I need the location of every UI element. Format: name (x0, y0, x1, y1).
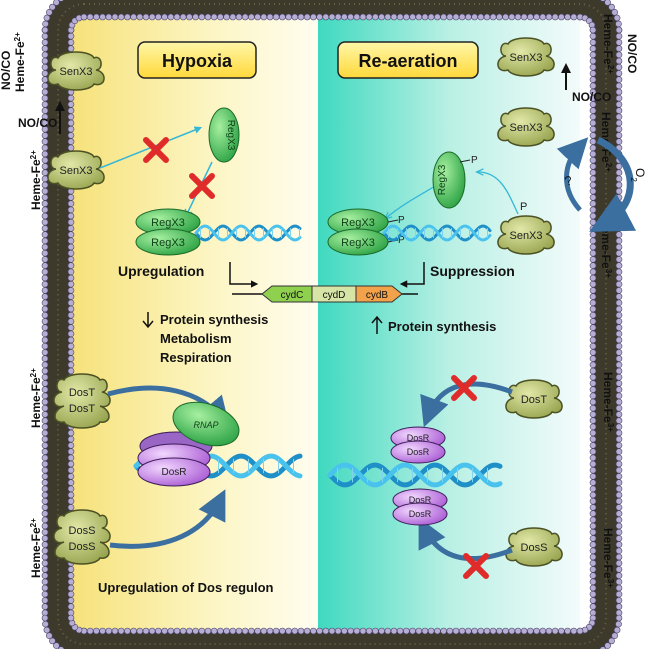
regx3-monomer-right: RegX3 P (432, 151, 478, 209)
svg-text:DosR: DosR (409, 495, 432, 505)
upregulation-arrow (229, 262, 259, 288)
dosr-dimer-right-bottom: DosR DosR (392, 488, 448, 526)
svg-text:DosS: DosS (69, 541, 96, 553)
hypoxia-title: Hypoxia (162, 51, 233, 71)
svg-text:DosR: DosR (161, 467, 186, 478)
svg-text:P: P (520, 201, 527, 213)
left-heme-fe2-dost: Heme-Fe2+ (29, 368, 44, 428)
svg-text:Metabolism: Metabolism (160, 331, 232, 346)
left-heme-fe2-top: Heme-Fe2+ (13, 32, 28, 92)
svg-text:Heme-Fe2+: Heme-Fe2+ (29, 150, 44, 210)
svg-text:P: P (398, 215, 405, 226)
regx3-dimer-right: RegX3 P RegX3 P (327, 208, 405, 256)
suppression-label: Suppression (430, 263, 515, 279)
upregulation-dos-label: Upregulation of Dos regulon (98, 580, 274, 595)
svg-text:RegX3: RegX3 (437, 164, 448, 195)
svg-text:DosS: DosS (69, 525, 96, 537)
svg-text:Heme-Fe3+: Heme-Fe3+ (601, 372, 616, 432)
svg-text:P: P (471, 155, 478, 166)
svg-text:O2: O2 (630, 168, 648, 182)
svg-text:SenX3: SenX3 (509, 122, 542, 134)
cyd-operon: cydC cydD cydB (232, 285, 418, 303)
reaeration-title-box: Re-aeration (337, 41, 479, 79)
svg-text:SenX3: SenX3 (509, 230, 542, 242)
left-heme-fe2-bottom: Heme-Fe2+ (29, 150, 44, 210)
question-mark: ? (563, 173, 574, 189)
senx3-protein-left-top: SenX3 (47, 51, 105, 91)
dna-helix-right-bottom (327, 462, 503, 488)
svg-text:NO/CO: NO/CO (0, 51, 13, 90)
rnap-complex: RNAP DosR (137, 401, 240, 487)
cydd-gene-label: cydD (323, 290, 346, 301)
svg-text:RegX3: RegX3 (151, 237, 185, 249)
senx3-protein-right-mid: SenX3 (497, 107, 555, 147)
red-x-icon-2 (189, 173, 215, 199)
upregulation-label: Upregulation (118, 263, 204, 279)
svg-text:SenX3: SenX3 (509, 52, 542, 64)
svg-text:NO/CO: NO/CO (572, 90, 611, 104)
svg-text:P: P (398, 235, 405, 246)
dna-helix-left-top (194, 224, 302, 242)
svg-text:DosT: DosT (69, 403, 96, 415)
regx3-monomer-left: RegX3 (208, 107, 240, 163)
svg-text:NO/CO: NO/CO (625, 34, 639, 73)
svg-text:RNAP: RNAP (193, 420, 218, 430)
right-heme-fe3-doss: Heme-Fe3+ (601, 528, 616, 588)
svg-text:Protein synthesis: Protein synthesis (388, 319, 496, 334)
dost-protein-right: DosT (505, 379, 563, 419)
senx3-protein-right-top: SenX3 (497, 37, 555, 77)
svg-text:DosT: DosT (521, 394, 548, 406)
senx3-protein-left-bottom: SenX3 (47, 150, 105, 190)
svg-text:SenX3: SenX3 (59, 66, 92, 78)
right-heme-fe3-dost: Heme-Fe3+ (601, 372, 616, 432)
doss-dimer-left: DosS DosS (53, 509, 111, 565)
svg-text:Heme-Fe2+: Heme-Fe2+ (13, 32, 28, 92)
right-heme-fe2-top: Heme-Fe2+ (601, 14, 616, 74)
svg-text:Heme-Fe2+: Heme-Fe2+ (601, 14, 616, 74)
dosr-dimer-right-top: DosR DosR (390, 426, 446, 464)
doss-protein-right: DosS (505, 527, 563, 567)
svg-text:DosR: DosR (409, 509, 432, 519)
right-noco-mid: NO/CO (561, 63, 611, 104)
o2-oxidation-arrow: O2 (589, 136, 648, 232)
svg-text:RegX3: RegX3 (341, 237, 375, 249)
doss-to-dosr-arrow-right (418, 517, 513, 562)
reaeration-title: Re-aeration (358, 51, 457, 71)
dost-dimer-left: DosT DosT (53, 373, 111, 429)
svg-text:DosR: DosR (407, 433, 430, 443)
cydb-gene-label: cydB (366, 290, 389, 301)
red-x-icon-3 (451, 375, 477, 401)
red-x-icon-4 (463, 553, 489, 579)
cydc-gene-label: cydC (281, 290, 304, 301)
dna-helix-right-top (382, 224, 492, 242)
left-heme-fe2-doss: Heme-Fe2+ (29, 518, 44, 578)
svg-text:Heme-Fe3+: Heme-Fe3+ (601, 528, 616, 588)
svg-text:DosT: DosT (69, 387, 96, 399)
svg-text:Protein synthesis: Protein synthesis (160, 312, 268, 327)
doss-to-dosr-arrow (109, 489, 226, 549)
reduction-question-arrow: ? (556, 137, 589, 212)
left-noco-mid: NO/CO (18, 101, 65, 134)
svg-text:Respiration: Respiration (160, 350, 232, 365)
svg-text:DosS: DosS (521, 542, 548, 554)
suppression-arrow (399, 262, 425, 288)
svg-text:Heme-Fe2+: Heme-Fe2+ (29, 518, 44, 578)
senx3-protein-right-bottom: SenX3 (497, 215, 555, 255)
svg-text:Heme-Fe2+: Heme-Fe2+ (29, 368, 44, 428)
regx3-dimer-left: RegX3 RegX3 (135, 208, 201, 256)
reaeration-effects: Protein synthesis (371, 315, 496, 334)
svg-text:DosR: DosR (407, 447, 430, 457)
hypoxia-effects: Protein synthesis Metabolism Respiration (142, 312, 268, 365)
left-noco-top: NO/CO (0, 51, 13, 90)
svg-text:RegX3: RegX3 (341, 217, 375, 229)
svg-text:RegX3: RegX3 (151, 217, 185, 229)
right-noco-top: NO/CO (625, 34, 639, 73)
svg-text:SenX3: SenX3 (59, 165, 92, 177)
red-x-icon-1 (143, 137, 169, 163)
svg-text:NO/CO: NO/CO (18, 116, 57, 130)
hypoxia-title-box: Hypoxia (137, 41, 257, 79)
svg-text:RegX3: RegX3 (225, 120, 236, 151)
